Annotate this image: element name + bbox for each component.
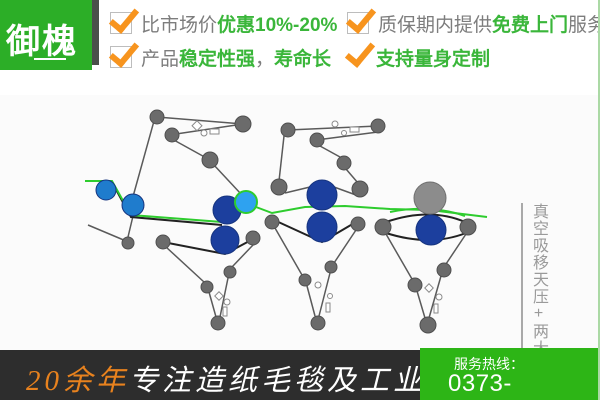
- feature-text: 产品稳定性强，寿命长: [141, 48, 332, 70]
- side-note-rule: [521, 203, 523, 400]
- press-schematic-svg: [85, 109, 488, 334]
- logo-divider: [92, 0, 99, 65]
- years-highlight: 20余年: [26, 365, 130, 397]
- checkbox-icon: [108, 2, 140, 34]
- check-icon: [108, 2, 140, 34]
- feature-text: 质保期内提供免费上门服务: [378, 14, 598, 36]
- hotline-label: 服务热线：: [454, 356, 524, 372]
- feature-stability: 产品稳定性强，寿命长: [108, 36, 332, 70]
- feature-warranty: 质保期内提供免费上门服务: [345, 2, 598, 36]
- feature-text: 比市场价优惠10%-20%: [141, 14, 338, 36]
- feature-text: 支持量身定制: [376, 48, 491, 70]
- hotline-number[interactable]: 0373-8296566: [448, 370, 544, 400]
- brand-logo: 御槐: [0, 0, 92, 70]
- check-wrap: [344, 36, 376, 68]
- press-section-diagram: 真空吸移天压+两大辊径压榨: [0, 95, 598, 400]
- check-icon: [345, 2, 377, 34]
- checkbox-icon: [345, 2, 377, 34]
- footer-bar: 20余年专注造纸毛毯及工业用综丝 服务热线： 0373-8296566: [0, 348, 598, 400]
- brand-name: 御槐: [6, 23, 78, 61]
- check-icon: [344, 36, 376, 68]
- feature-discount: 比市场价优惠10%-20%: [108, 2, 338, 36]
- checkbox-icon: [108, 36, 140, 68]
- feature-custom: 支持量身定制: [344, 36, 491, 70]
- hotline-box: 服务热线： 0373-8296566: [420, 348, 598, 400]
- brand-underline: [34, 58, 66, 60]
- check-icon: [108, 36, 140, 68]
